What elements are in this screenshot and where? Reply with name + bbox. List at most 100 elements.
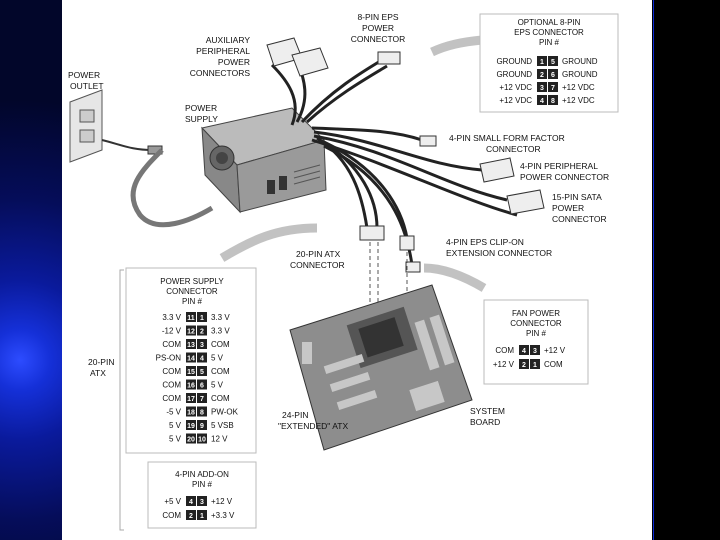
- pin-cell: [197, 352, 207, 363]
- svg-text:PIN #: PIN #: [526, 329, 547, 338]
- cable-bundle: [270, 58, 518, 266]
- pin-cell: [186, 325, 196, 336]
- pin-right-label: 12 V: [211, 435, 228, 444]
- pin-number: 3: [533, 348, 537, 355]
- pin-cell: [197, 510, 207, 520]
- pin-cell: [548, 82, 558, 92]
- pin-cell: [197, 339, 207, 349]
- pin-number: 3: [200, 499, 204, 506]
- svg-text:POWER SUPPLY: POWER SUPPLY: [160, 277, 224, 286]
- pin-cell: [186, 312, 196, 322]
- pin-left-label: -12 V: [162, 327, 182, 336]
- svg-text:CONNECTOR: CONNECTOR: [166, 287, 218, 296]
- svg-text:PIN #: PIN #: [182, 297, 203, 306]
- pin-cell: [537, 56, 547, 66]
- pin-right-label: +3.3 V: [211, 511, 235, 520]
- pin-right-label: 5 V: [211, 354, 224, 363]
- pin-number: 3: [540, 85, 544, 92]
- pin-right-label: GROUND: [562, 57, 598, 66]
- pin-cell: [548, 56, 558, 66]
- system-board-icon: [289, 284, 473, 451]
- svg-text:15-PIN SATA: 15-PIN SATA: [552, 192, 602, 202]
- pin-right-label: COM: [211, 367, 230, 376]
- pin-left-label: GROUND: [496, 57, 532, 66]
- pin-right-label: +12 V: [211, 497, 233, 506]
- svg-text:ATX: ATX: [90, 368, 106, 378]
- pin-left-label: +12 VDC: [499, 96, 532, 105]
- pin-number: 2: [540, 72, 544, 79]
- pin-number: 4: [200, 356, 204, 363]
- pin-right-label: +12 V: [544, 346, 566, 355]
- pin-left-label: +12 V: [493, 360, 515, 369]
- pin-right-label: 3.3 V: [211, 327, 230, 336]
- pin-cell: [537, 82, 547, 92]
- pin-number: 11: [187, 315, 195, 322]
- svg-text:FAN POWER: FAN POWER: [512, 309, 560, 318]
- svg-text:POWER: POWER: [68, 70, 100, 80]
- pin-number: 15: [187, 369, 195, 376]
- pin-left-label: GROUND: [496, 70, 532, 79]
- pin-number: 6: [200, 383, 204, 390]
- pin-cell: [186, 406, 196, 417]
- pin-cell: [186, 352, 196, 363]
- svg-text:8-PIN EPS: 8-PIN EPS: [357, 12, 398, 22]
- label-eps8: 8-PIN EPS POWER CONNECTOR: [351, 12, 406, 44]
- slide-right-border: [650, 0, 720, 540]
- pin-left-label: 5 V: [169, 435, 182, 444]
- pin-left-label: PS-ON: [156, 354, 182, 363]
- svg-text:20-PIN: 20-PIN: [88, 357, 114, 367]
- pin-cell: [197, 393, 207, 403]
- pin-left-label: 5 V: [169, 421, 182, 430]
- pin-number: 9: [200, 423, 204, 430]
- pin-number: 6: [551, 72, 555, 79]
- atx-bracket: [119, 269, 124, 531]
- pin-cell: [197, 496, 207, 506]
- pin-number: 2: [200, 329, 204, 336]
- slide-left-border: [0, 0, 62, 540]
- pin-cell: [186, 393, 196, 403]
- label-power-supply: POWER SUPPLY: [185, 103, 218, 124]
- pin-cell: [186, 496, 196, 506]
- label-peripheral4: 4-PIN PERIPHERAL POWER CONNECTOR: [520, 161, 609, 182]
- pin-number: 2: [189, 513, 193, 520]
- svg-text:EXTENSION CONNECTOR: EXTENSION CONNECTOR: [446, 248, 552, 258]
- pin-left-label: COM: [162, 394, 181, 403]
- svg-text:BOARD: BOARD: [470, 417, 500, 427]
- pin-number: 8: [200, 410, 204, 417]
- pin-cell: [197, 433, 207, 444]
- pin-number: 7: [200, 396, 204, 403]
- svg-text:EPS CONNECTOR: EPS CONNECTOR: [514, 28, 584, 37]
- pin-left-label: COM: [162, 381, 181, 390]
- peripheral-4pin-connector-icon: [479, 157, 515, 183]
- pin-cell: [197, 312, 207, 322]
- pin-number: 3: [200, 342, 204, 349]
- svg-text:PERIPHERAL: PERIPHERAL: [196, 46, 250, 56]
- pin-cell: [530, 345, 540, 355]
- pin-number: 5: [200, 369, 204, 376]
- pin-cell: [186, 420, 196, 430]
- pin-cell: [519, 345, 529, 355]
- pin-number: 18: [187, 410, 195, 417]
- label-atx20: 20-PIN ATX CONNECTOR: [290, 249, 345, 270]
- svg-text:OUTLET: OUTLET: [70, 81, 104, 91]
- pin-number: 17: [187, 396, 195, 403]
- label-aux-peripheral: AUXILIARY PERIPHERAL POWER CONNECTORS: [190, 35, 251, 78]
- pin-left-label: 3.3 V: [162, 313, 181, 322]
- svg-text:4-PIN EPS CLIP-ON: 4-PIN EPS CLIP-ON: [446, 237, 524, 247]
- eps-pin-table: OPTIONAL 8-PIN EPS CONNECTOR PIN # GROUN…: [479, 13, 619, 113]
- svg-text:20-PIN ATX: 20-PIN ATX: [296, 249, 341, 259]
- pin-cell: [548, 95, 558, 105]
- svg-text:POWER: POWER: [552, 203, 584, 213]
- svg-text:POWER: POWER: [185, 103, 217, 113]
